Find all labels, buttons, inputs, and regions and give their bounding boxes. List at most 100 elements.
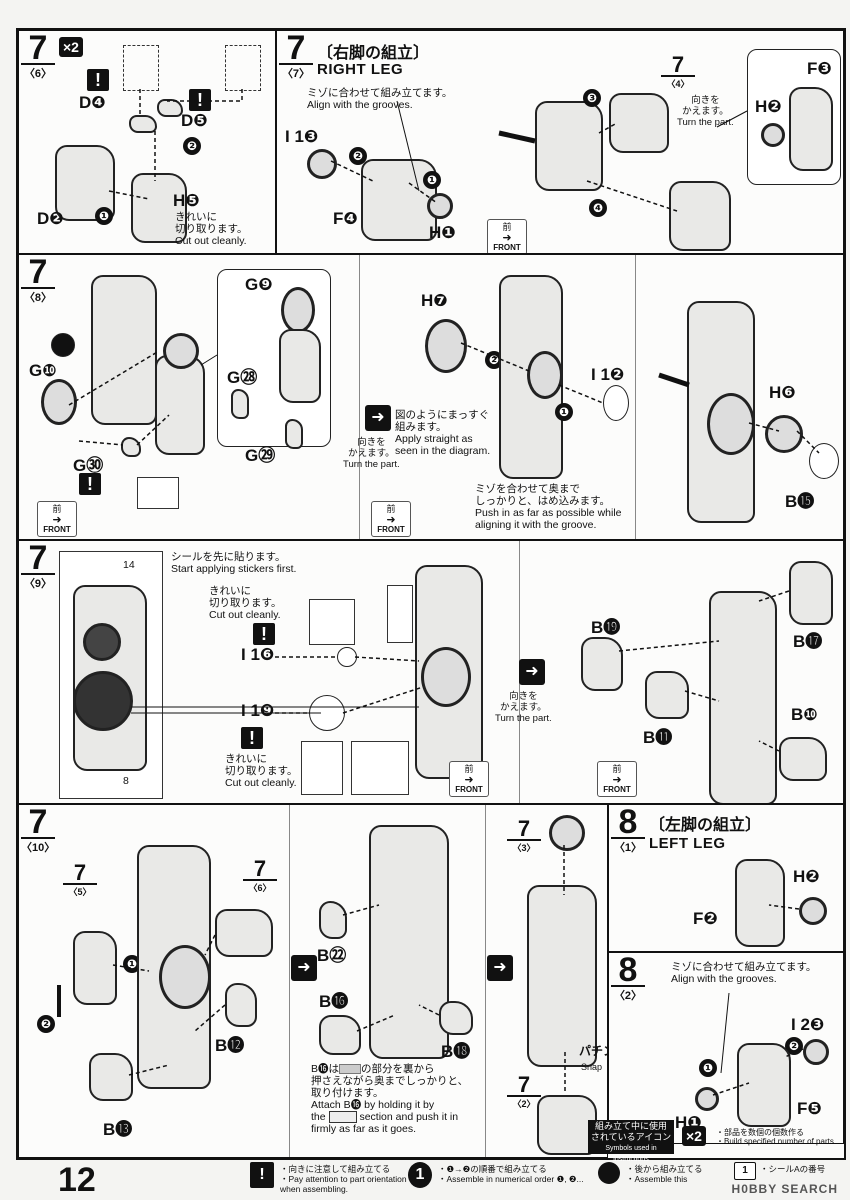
step-8-2-number: 8 〈2〉	[611, 953, 645, 1003]
ref-step-7-4: 7 〈4〉	[661, 54, 695, 90]
step-badge-4: ❹	[589, 199, 607, 217]
label-b22: B㉒	[317, 946, 347, 965]
label-i2-13: I 2❸	[791, 1015, 825, 1034]
label-h2: H❷	[755, 97, 782, 116]
front-indicator: 前➜FRONT	[371, 501, 411, 537]
label-f2: F❷	[693, 909, 718, 928]
attach-b16-note: B⓰はの部分を裏から 押さえながら奥までしっかりと、 取り付けます。 Attac…	[311, 1063, 469, 1136]
part-h2	[761, 123, 785, 147]
step-7-9-number: 7 〈9〉	[21, 541, 55, 591]
times-two-icon: ×2	[682, 1126, 706, 1146]
part-g9-frame	[279, 329, 321, 403]
knee-disc	[159, 945, 211, 1009]
label-b10: B❿	[791, 705, 818, 724]
sticker-strip-detail	[387, 585, 413, 643]
part-b15	[809, 443, 839, 479]
instruction-page: 7 〈6〉 ×2 ! D❹ ! D❺ ❷ H❺ きれいに 切り取ります。 Cut…	[16, 28, 846, 1160]
label-g10: G❿	[29, 361, 57, 380]
part-b10	[779, 737, 827, 781]
part-calf-armor	[215, 909, 273, 957]
left-leg-title-en: LEFT LEG	[649, 835, 726, 852]
part-hip-joint	[549, 815, 585, 851]
label-b13: B⓭	[103, 1120, 133, 1139]
part-g30	[121, 437, 141, 457]
sticker-icon: 1	[734, 1162, 756, 1180]
step-badge-2: ❷	[183, 137, 201, 155]
icon-legend: 組み立て中に使用 されているアイコン Symbols used in instr…	[588, 1120, 837, 1163]
part-h1	[695, 1087, 719, 1111]
next-arrow: ➜	[519, 659, 545, 685]
step-8-2-panel: 8 〈2〉 ミゾに合わせて組み立てます。 Align with the groo…	[608, 952, 844, 1144]
grip-section-box	[339, 1064, 362, 1075]
step-badge-2: ❷	[37, 1015, 55, 1033]
snap-sound-jp: パチン	[579, 1044, 607, 1058]
step-badge-1: ❶	[95, 207, 113, 225]
right-leg-title-jp: 〔右脚の組立〕	[317, 45, 430, 62]
part-upper-leg	[91, 275, 157, 425]
step-badge-3: ❸	[583, 89, 601, 107]
label-i1-12: I 1❷	[591, 365, 625, 384]
sticker-i19-position	[73, 671, 133, 731]
knee-disc	[421, 647, 471, 707]
part-h6	[765, 415, 803, 453]
part-i1-12	[603, 385, 629, 421]
part-g28	[231, 389, 249, 419]
label-d2: D❷	[37, 209, 64, 228]
caution-icon: !	[253, 623, 275, 645]
footer-sticker-text: ・シールAの番号	[760, 1164, 826, 1174]
push-in-note: ミゾを合わせて奥まで しっかりと、はめ込みます。 Push in as far …	[475, 483, 622, 531]
step-7-8-number: 7 〈8〉	[21, 255, 55, 305]
part-leg-frame	[535, 101, 603, 191]
part-h1	[427, 193, 453, 219]
label-g30: G㉚	[73, 456, 104, 475]
cut-cleanly-note: きれいに 切り取ります。 Cut out cleanly.	[225, 753, 298, 789]
part-b16	[319, 1015, 361, 1055]
turn-part-note: 向きをかえます。Turn the part.	[343, 437, 400, 470]
caution-icon: !	[87, 69, 109, 91]
page-footer: 12 ! ・向きに注意して組み立てる ・Pay attention to par…	[0, 1160, 850, 1200]
label-b15: B⓯	[785, 492, 815, 511]
cut-cleanly-note: きれいに 切り取ります。 Cut out cleanly.	[175, 211, 248, 247]
part-b22	[319, 901, 347, 939]
label-i1-6: I 1❻	[241, 645, 275, 664]
step-7-6-panel: 7 〈6〉 ×2 ! D❹ ! D❺ ❷ H❺ きれいに 切り取ります。 Cut…	[18, 30, 276, 254]
step-7-10-number: 7 〈10〉	[21, 804, 56, 854]
order-icon: 1	[408, 1162, 432, 1188]
label-d4: D❹	[79, 93, 106, 112]
part-b17	[789, 561, 833, 625]
label-b17: B⓱	[793, 632, 823, 651]
apply-straight-note: 図のようにまっすぐ 組みます。 Apply straight as seen i…	[395, 409, 491, 457]
front-indicator: 前➜FRONT	[449, 761, 489, 797]
label-f5: F❺	[797, 1099, 822, 1118]
ref-step-7-5: 7 〈5〉	[63, 862, 97, 898]
sticker-strip-detail-2	[301, 741, 343, 795]
turn-part-note: 向きをかえます。Turn the part.	[495, 691, 552, 724]
part-d4	[129, 115, 157, 133]
grip-section-box	[328, 1111, 357, 1124]
front-indicator: 前➜FRONT	[487, 219, 527, 253]
label-f3: F❸	[807, 59, 832, 78]
part-knee-block	[609, 93, 669, 153]
label-g9: G❾	[245, 275, 273, 294]
caution-icon: !	[250, 1162, 274, 1188]
legend-x2-text: ・部品を数個の個数作る ・Build specified number of p…	[716, 1128, 837, 1146]
part-knee-ring	[527, 351, 563, 399]
part-b19	[581, 637, 623, 691]
legend-title: 組み立て中に使用 されているアイコン Symbols used in instr…	[588, 1120, 674, 1163]
left-leg-title-jp: 〔左脚の組立〕	[649, 817, 762, 834]
part-d5-inset	[225, 45, 261, 91]
label-i1-13: I 1❸	[285, 127, 319, 146]
step-8-1-number: 8 〈1〉	[611, 805, 645, 855]
part-lower-shell	[669, 181, 731, 251]
align-grooves-note: ミゾに合わせて組み立てます。 Align with the grooves.	[671, 961, 817, 985]
label-h2: H❷	[793, 867, 820, 886]
step-badge-1: ❶	[699, 1059, 717, 1077]
caution-icon: !	[79, 473, 101, 495]
sticker-i1-6	[337, 647, 357, 667]
label-i1-9: I 1❾	[241, 701, 275, 720]
part-h7	[425, 319, 467, 373]
g30-detail-box	[137, 477, 179, 509]
part-d2-body	[55, 145, 115, 221]
part-g29	[285, 419, 303, 449]
sticker-number-14: 14	[123, 559, 135, 571]
